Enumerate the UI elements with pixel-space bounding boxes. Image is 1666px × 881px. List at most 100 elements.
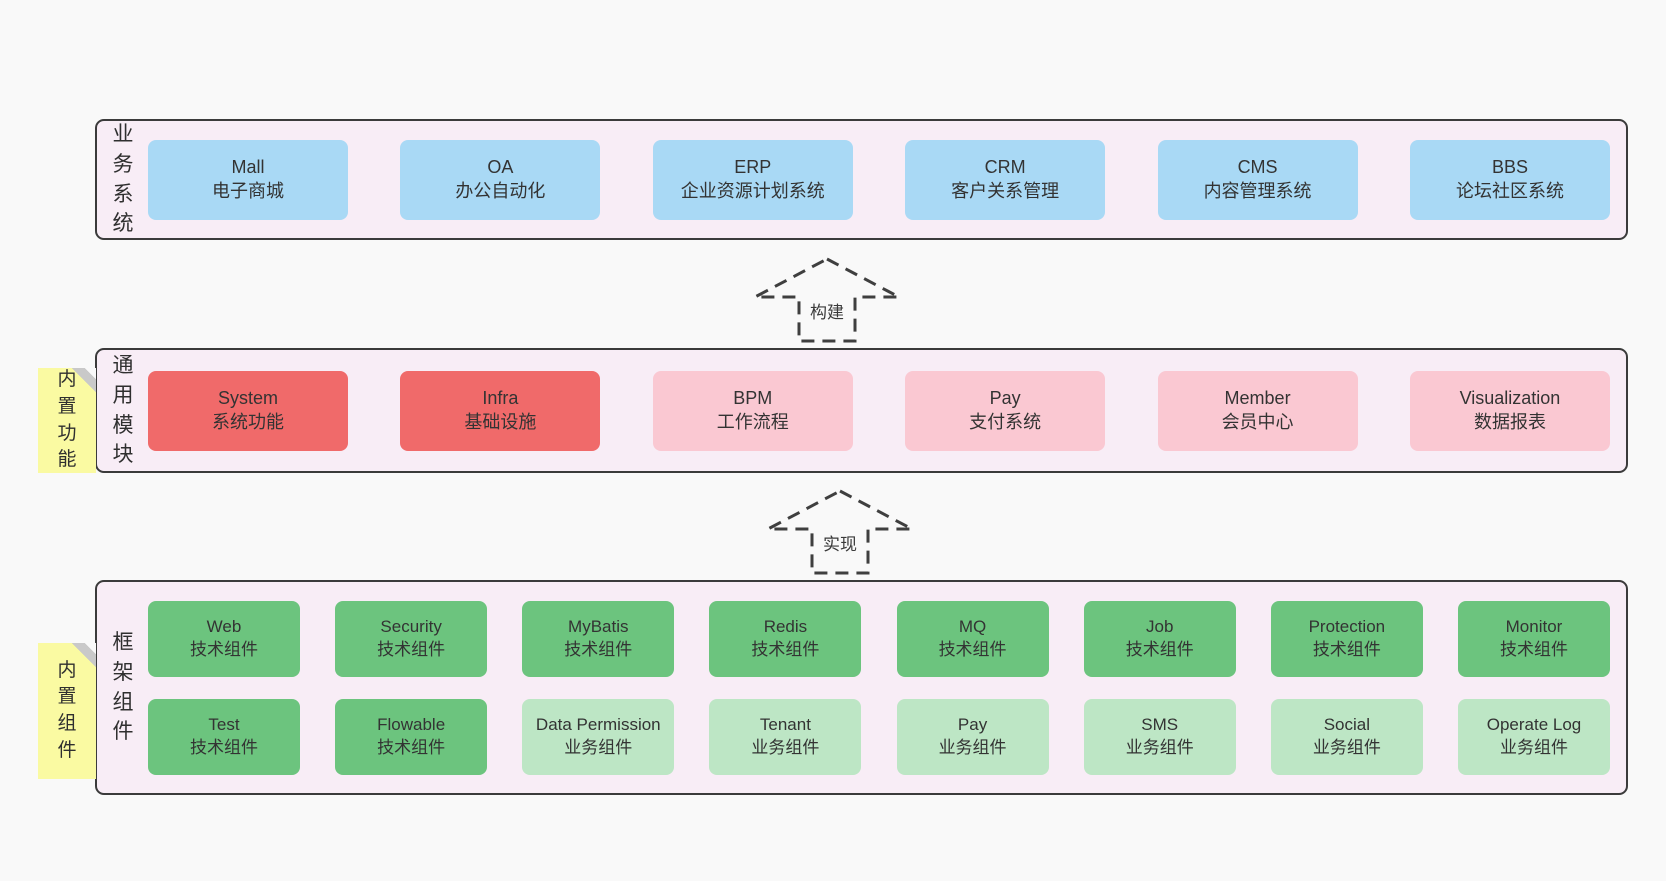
box-subtitle: 技术组件	[190, 639, 258, 659]
box-member: Member 会员中心	[1157, 370, 1358, 451]
box-tenant: Tenant 业务组件	[709, 698, 862, 775]
box-title: Pay	[957, 715, 988, 735]
box-title: MyBatis	[568, 617, 629, 637]
arrow-build-label: 构建	[806, 298, 848, 323]
box-data-permission: Data Permission 业务组件	[522, 698, 675, 775]
box-pay: Pay 支付系统	[905, 370, 1106, 451]
arrow-build: 构建	[752, 256, 902, 344]
box-system: System 系统功能	[148, 370, 348, 451]
band-framework-components: 框架组件 Web 技术组件 Security 技术组件 MyBatis 技术组件…	[95, 580, 1628, 795]
box-title: Member	[1224, 387, 1291, 408]
box-cms: CMS 内容管理系统	[1157, 139, 1358, 220]
box-infra: Infra 基础设施	[400, 370, 601, 451]
box-protection: Protection 技术组件	[1270, 600, 1423, 677]
sticky-note-label: 内置功能	[57, 369, 77, 471]
box-title: Data Permission	[535, 715, 661, 735]
box-subtitle: 业务组件	[938, 737, 1007, 757]
sticky-note-builtin-components: 内置组件	[38, 643, 96, 779]
box-social: Social 业务组件	[1270, 698, 1423, 775]
box-visualization: Visualization 数据报表	[1409, 370, 1610, 451]
up-arrow-shape	[767, 489, 913, 575]
box-oa: OA 办公自动化	[400, 139, 601, 220]
box-title: Social	[1323, 715, 1370, 735]
box-job: Job 技术组件	[1083, 600, 1236, 677]
sticky-note-label: 内置组件	[57, 659, 77, 761]
box-subtitle: 内容管理系统	[1203, 180, 1312, 201]
box-title: CMS	[1237, 156, 1278, 177]
arrow-implement: 实现	[765, 488, 915, 576]
components-rows: Web 技术组件 Security 技术组件 MyBatis 技术组件 Redi…	[136, 600, 1626, 775]
box-subtitle: 办公自动化	[455, 180, 546, 201]
box-subtitle: 技术组件	[1125, 639, 1194, 659]
box-erp: ERP 企业资源计划系统	[652, 139, 853, 220]
box-subtitle: 论坛社区系统	[1455, 180, 1564, 201]
box-title: Security	[380, 617, 442, 637]
box-title: MQ	[958, 617, 987, 637]
band-business-systems: 业务系统 Mall 电子商城 OA 办公自动化 ERP 企业资源计划系统 CRM…	[95, 119, 1628, 240]
box-title: Infra	[482, 387, 519, 408]
box-subtitle: 技术组件	[1312, 639, 1381, 659]
box-title: Redis	[763, 617, 808, 637]
box-monitor: Monitor 技术组件	[1457, 600, 1610, 677]
box-subtitle: 客户关系管理	[951, 180, 1060, 201]
box-title: Job	[1145, 617, 1174, 637]
box-title: Mall	[231, 156, 265, 177]
box-crm: CRM 客户关系管理	[905, 139, 1106, 220]
box-subtitle: 基础设施	[464, 411, 537, 432]
box-subtitle: 数据报表	[1473, 411, 1546, 432]
box-redis: Redis 技术组件	[709, 600, 862, 677]
box-title: CRM	[984, 156, 1026, 177]
band-components-label: 框架组件	[112, 630, 134, 744]
box-subtitle: 技术组件	[938, 639, 1007, 659]
box-title: BPM	[733, 387, 773, 408]
box-subtitle: 会员中心	[1221, 411, 1294, 432]
box-mybatis: MyBatis 技术组件	[522, 600, 675, 677]
business-boxes-row: Mall 电子商城 OA 办公自动化 ERP 企业资源计划系统 CRM 客户关系…	[136, 139, 1626, 220]
box-title: Protection	[1308, 617, 1386, 637]
box-bbs: BBS 论坛社区系统	[1409, 139, 1610, 220]
box-operate-log: Operate Log 业务组件	[1457, 698, 1610, 775]
box-title: Tenant	[759, 715, 811, 735]
box-subtitle: 支付系统	[969, 411, 1042, 432]
band-common-modules: 通用模块 System 系统功能 Infra 基础设施 BPM 工作流程 Pay…	[95, 348, 1628, 473]
box-title: Flowable	[377, 715, 446, 735]
box-security: Security 技术组件	[335, 600, 488, 677]
box-title: System	[217, 387, 278, 408]
components-row-2: Test 技术组件 Flowable 技术组件 Data Permission …	[148, 698, 1610, 775]
box-pay-biz: Pay 业务组件	[896, 698, 1049, 775]
up-arrow-shape	[754, 257, 900, 343]
box-subtitle: 业务组件	[1125, 737, 1194, 757]
sticky-note-builtin-features: 内置功能	[38, 368, 96, 473]
box-subtitle: 技术组件	[751, 639, 820, 659]
box-subtitle: 业务组件	[751, 737, 820, 757]
box-mall: Mall 电子商城	[148, 139, 348, 220]
modules-boxes-row: System 系统功能 Infra 基础设施 BPM 工作流程 Pay 支付系统…	[136, 370, 1626, 451]
arrow-implement-label: 实现	[819, 530, 861, 555]
box-subtitle: 技术组件	[377, 737, 446, 757]
box-web: Web 技术组件	[148, 600, 300, 677]
box-title: Pay	[989, 387, 1021, 408]
box-title: SMS	[1141, 715, 1179, 735]
box-title: Operate Log	[1486, 715, 1582, 735]
box-sms: SMS 业务组件	[1083, 698, 1236, 775]
box-mq: MQ 技术组件	[896, 600, 1049, 677]
box-subtitle: 业务组件	[1312, 737, 1381, 757]
box-subtitle: 技术组件	[190, 737, 258, 757]
components-row-1: Web 技术组件 Security 技术组件 MyBatis 技术组件 Redi…	[148, 600, 1610, 677]
box-title: ERP	[734, 156, 772, 177]
box-title: OA	[487, 156, 514, 177]
box-test: Test 技术组件	[148, 698, 300, 775]
box-title: Web	[206, 617, 242, 637]
box-title: BBS	[1491, 156, 1528, 177]
box-flowable: Flowable 技术组件	[335, 698, 488, 775]
box-subtitle: 工作流程	[716, 411, 789, 432]
box-title: Test	[208, 715, 240, 735]
box-subtitle: 业务组件	[1499, 737, 1568, 757]
box-subtitle: 技术组件	[1499, 639, 1568, 659]
box-subtitle: 企业资源计划系统	[680, 180, 825, 201]
box-subtitle: 电子商城	[212, 180, 284, 201]
band-business-label: 业务系统	[112, 122, 134, 236]
box-subtitle: 系统功能	[212, 411, 284, 432]
band-modules-label: 通用模块	[112, 353, 134, 467]
